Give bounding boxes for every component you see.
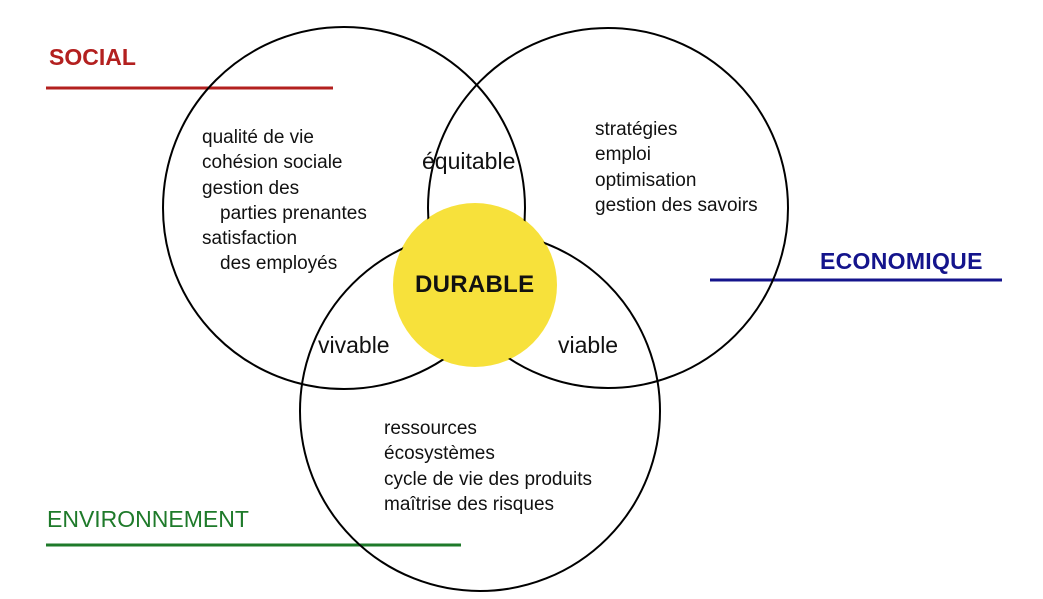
economique-item: gestion des savoirs <box>595 194 758 216</box>
yellow-center-fill-overlay <box>394 204 556 366</box>
intersection-equitable: équitable <box>422 148 516 174</box>
social-title: SOCIAL <box>49 44 136 70</box>
social-item: parties prenantes <box>220 202 367 224</box>
economique-items: stratégies emploi optimisation gestion d… <box>595 117 758 218</box>
social-item: cohésion sociale <box>202 152 343 174</box>
economique-circle <box>427 27 789 389</box>
center-durable-label: DURABLE <box>415 271 535 298</box>
social-item: satisfaction <box>202 228 298 250</box>
environnement-item: écosystèmes <box>384 443 495 465</box>
environnement-item: cycle de vie des produits <box>384 468 593 490</box>
environnement-title: ENVIRONNEMENT <box>47 506 249 532</box>
economique-item: optimisation <box>595 169 697 191</box>
social-item: des employés <box>220 253 338 275</box>
economique-item: emploi <box>595 144 651 166</box>
social-circle <box>162 26 526 390</box>
social-items: qualité de vie cohésion sociale gestion … <box>202 125 367 277</box>
economique-title: ECONOMIQUE <box>820 248 983 274</box>
intersection-viable: viable <box>558 332 619 358</box>
social-item: gestion des <box>202 177 300 199</box>
environnement-item: maîtrise des risques <box>384 493 555 515</box>
environnement-items: ressources écosystèmes cycle de vie des … <box>384 416 592 517</box>
social-item: qualité de vie <box>202 127 314 148</box>
intersection-vivable: vivable <box>318 332 390 358</box>
environnement-item: ressources <box>384 418 477 439</box>
economique-item: stratégies <box>595 119 678 140</box>
